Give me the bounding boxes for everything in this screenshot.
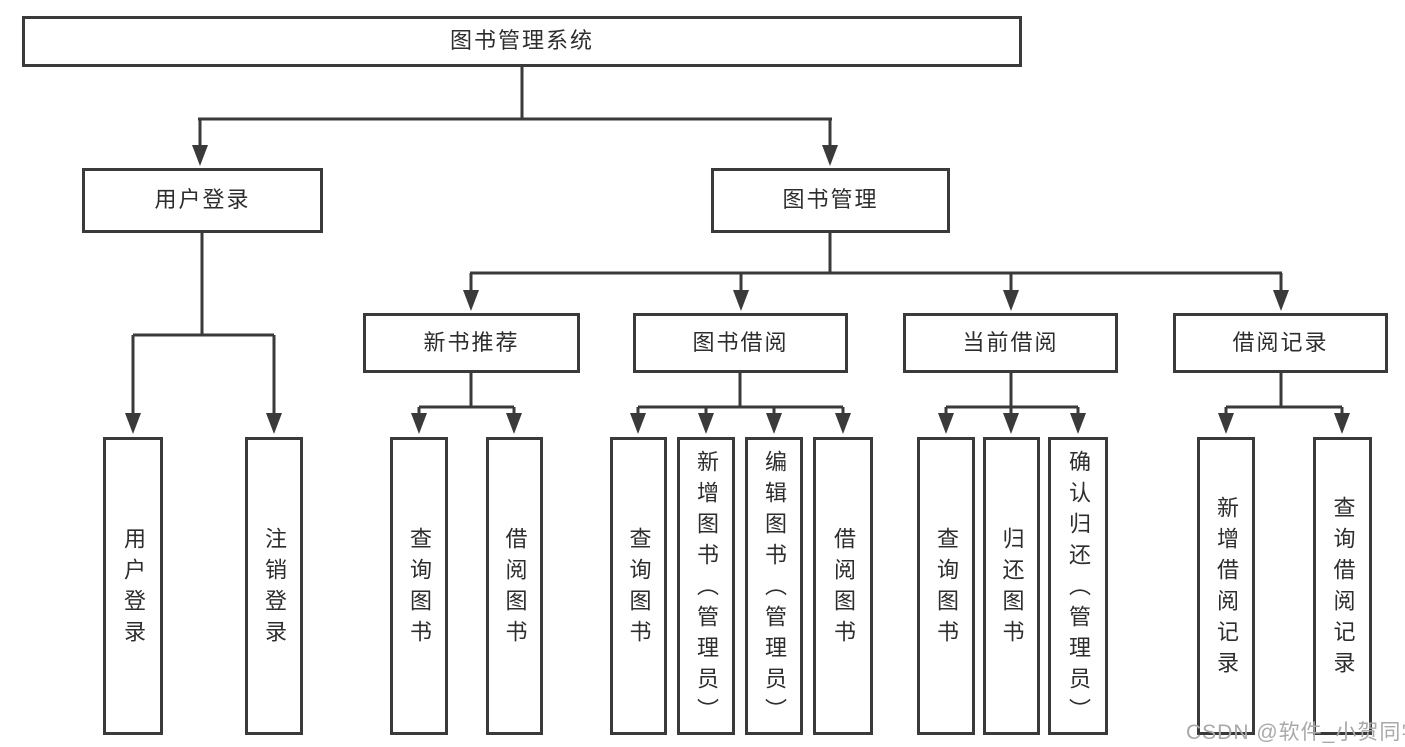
leaf-query-books-borrowing: 查询图书	[610, 437, 667, 735]
leaf-query-books-current: 查询图书	[917, 437, 975, 735]
watermark-text: CSDN @软件_小贺同学	[1186, 721, 1405, 744]
leaf-user-login: 用户登录	[103, 437, 163, 735]
node-current-borrowing: 当前借阅	[903, 313, 1118, 373]
node-user-login: 用户登录	[82, 168, 323, 233]
leaf-borrow-books: 借阅图书	[813, 437, 873, 735]
node-new-book-recommend: 新书推荐	[363, 313, 580, 373]
leaf-return-books: 归还图书	[983, 437, 1040, 735]
leaf-borrow-books-recommend: 借阅图书	[486, 437, 543, 735]
node-book-management: 图书管理	[711, 168, 950, 233]
leaf-logout: 注销登录	[245, 437, 303, 735]
leaf-confirm-return-admin: 确认归还（管理员）	[1048, 437, 1108, 735]
leaf-add-borrow-record: 新增借阅记录	[1197, 437, 1255, 735]
leaf-edit-books-admin: 编辑图书（管理员）	[745, 437, 803, 735]
node-borrowing-records: 借阅记录	[1173, 313, 1388, 373]
node-library-management-system: 图书管理系统	[22, 16, 1022, 67]
leaf-add-books-admin: 新增图书（管理员）	[677, 437, 735, 735]
leaf-query-books-recommend: 查询图书	[390, 437, 448, 735]
leaf-query-borrow-record: 查询借阅记录	[1313, 437, 1372, 735]
node-book-borrowing: 图书借阅	[633, 313, 848, 373]
